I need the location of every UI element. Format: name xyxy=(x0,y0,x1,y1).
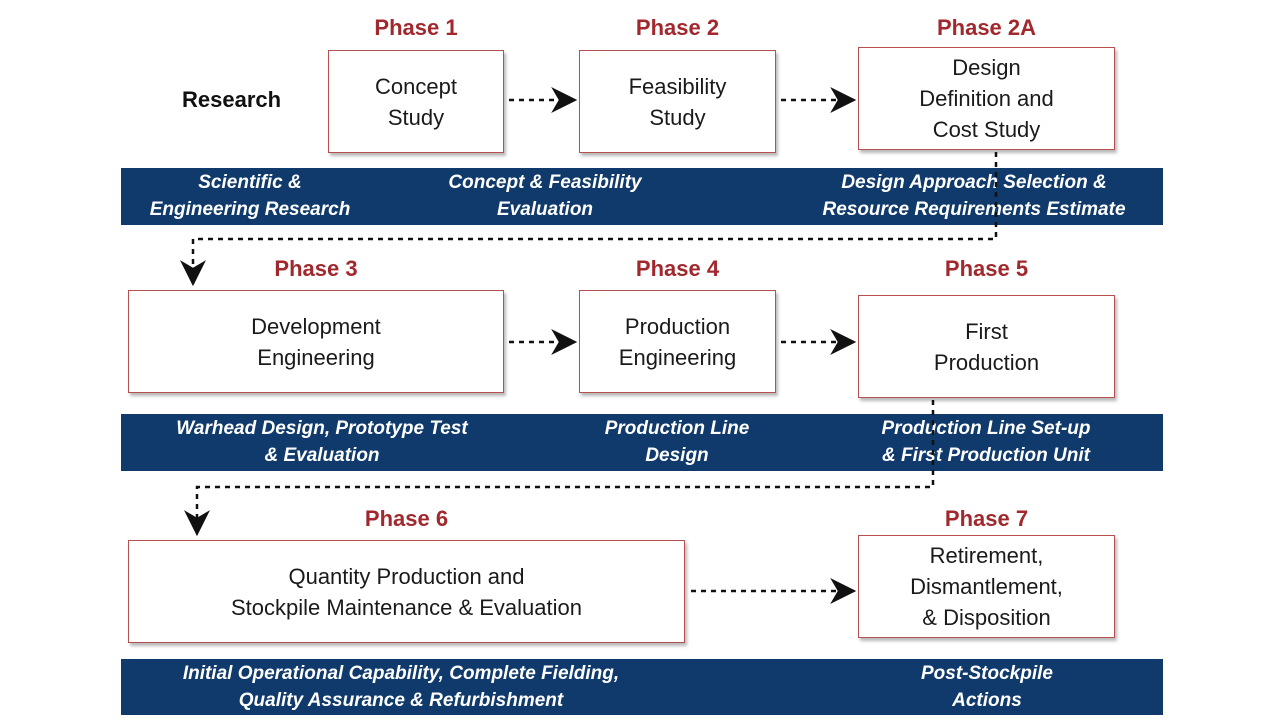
phase-2a-text: Design Definition and Cost Study xyxy=(919,55,1054,142)
phase-6-box: Quantity Production and Stockpile Mainte… xyxy=(128,540,685,643)
phase-4-label: Phase 4 xyxy=(635,256,720,281)
phase-2a-box: Design Definition and Cost Study xyxy=(858,47,1115,150)
phase-6-label: Phase 6 xyxy=(364,506,449,531)
band-1-text-1: Scientific & Engineering Research xyxy=(149,172,351,220)
phase-2a-label: Phase 2A xyxy=(936,15,1037,40)
band-2-text-3: Production Line Set-up & First Productio… xyxy=(881,418,1091,466)
phase-1-text: Concept Study xyxy=(375,73,457,130)
band-2-text-1: Warhead Design, Prototype Test & Evaluat… xyxy=(176,418,468,466)
phase-1-box: Concept Study xyxy=(328,50,504,153)
band-1-text-3: Design Approach Selection & Resource Req… xyxy=(822,172,1126,220)
phase-3-text: Development Engineering xyxy=(251,313,381,370)
band-3-text-1: Initial Operational Capability, Complete… xyxy=(182,663,620,711)
band-2-text-2: Production Line Design xyxy=(604,418,750,466)
band-3-text-2: Post-Stockpile Actions xyxy=(921,663,1053,711)
phase-6-text: Quantity Production and Stockpile Mainte… xyxy=(231,563,582,620)
phase-1-label: Phase 1 xyxy=(374,15,458,40)
phase-2-label: Phase 2 xyxy=(635,15,720,40)
phase-3-label: Phase 3 xyxy=(274,256,358,281)
phase-7-text: Retirement, Dismantlement, & Disposition xyxy=(910,543,1063,630)
phase-2-box: Feasibility Study xyxy=(579,50,776,153)
phase-7-box: Retirement, Dismantlement, & Disposition xyxy=(858,535,1115,638)
phase-2-text: Feasibility Study xyxy=(628,73,727,130)
phase-3-box: Development Engineering xyxy=(128,290,504,393)
phase-4-box: Production Engineering xyxy=(579,290,776,393)
phase-5-label: Phase 5 xyxy=(944,256,1029,281)
research-label: Research xyxy=(182,87,282,112)
band-1-text-2: Concept & Feasibility Evaluation xyxy=(448,172,642,220)
phase-4-text: Production Engineering xyxy=(618,313,737,370)
phase-5-text: First Production xyxy=(933,318,1040,375)
phase-7-label: Phase 7 xyxy=(944,506,1029,531)
band-3 xyxy=(121,659,1163,715)
phase-5-box: First Production xyxy=(858,295,1115,398)
